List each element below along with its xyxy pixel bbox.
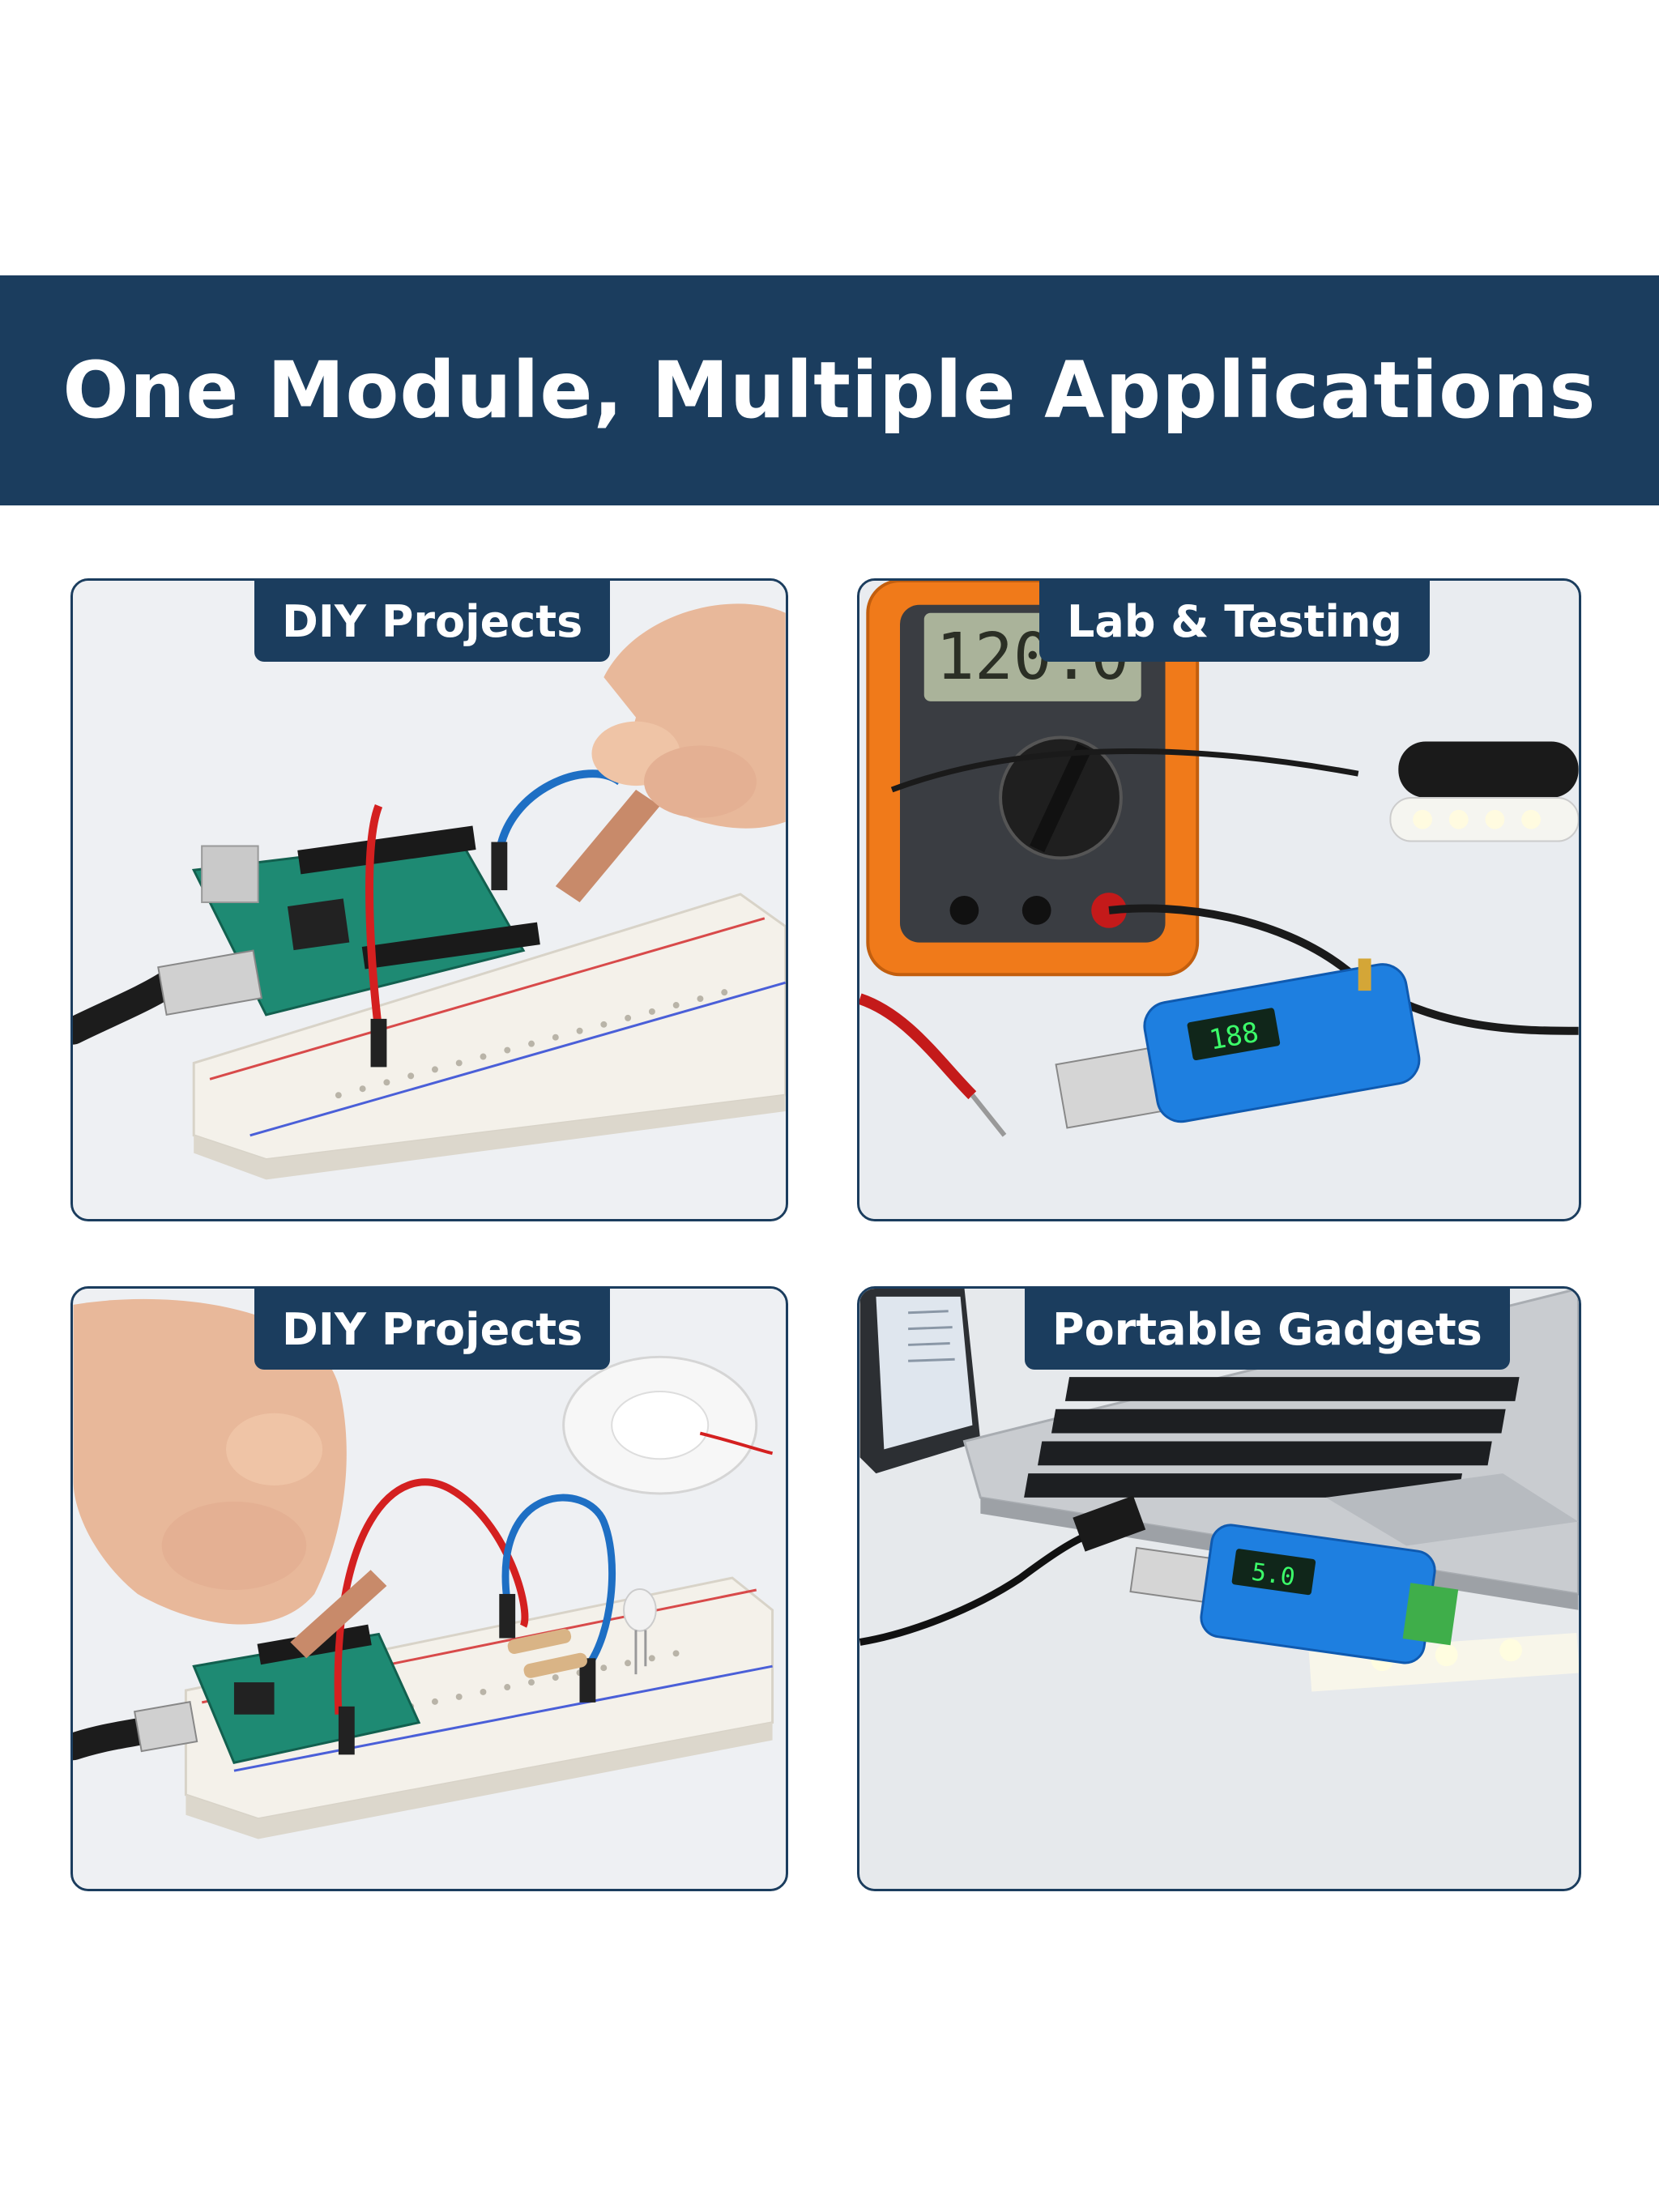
panel-diy-projects-breadboard: DIY Projects (70, 1286, 788, 1891)
breadboard-circuit-image (73, 1289, 786, 1889)
panel-diy-projects-arduino: DIY Projects (70, 578, 788, 1221)
module-display: 5.0 (1250, 1558, 1297, 1592)
header-banner: One Module, Multiple Applications (0, 275, 1659, 505)
panel-portable-gadgets: 5.0 Portable Gadgets (857, 1286, 1581, 1891)
panel-label: DIY Projects (254, 1289, 611, 1370)
multimeter-image: 120.0 188 (859, 581, 1579, 1219)
arduino-breadboard-image (73, 581, 786, 1219)
panel-label: Portable Gadgets (1025, 1289, 1510, 1370)
panel-lab-testing: 120.0 188 Lab & Testing (857, 578, 1581, 1221)
page-title: One Module, Multiple Applications (62, 345, 1597, 436)
panel-label: Lab & Testing (1039, 581, 1431, 662)
laptop-module-image: 5.0 (859, 1289, 1579, 1889)
panel-label: DIY Projects (254, 581, 611, 662)
